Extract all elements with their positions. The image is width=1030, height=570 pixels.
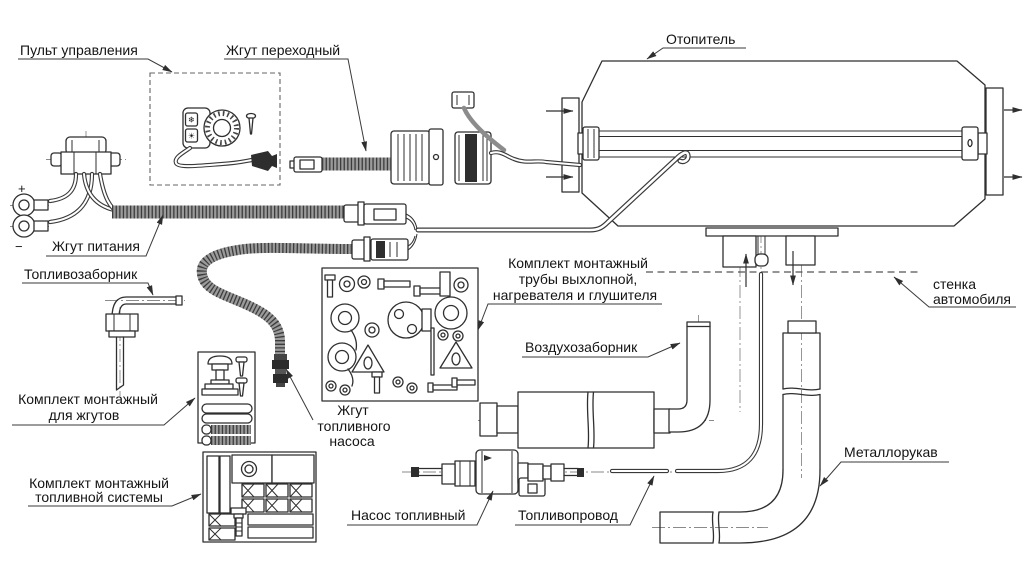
control-panel-box	[149, 72, 281, 186]
exhaust-kit-box	[321, 267, 479, 402]
adapter-harness-group	[289, 91, 583, 186]
muffler-outlet	[653, 408, 671, 434]
label-exhaust-kit-2: трубы выхлопной,	[519, 271, 638, 287]
fuel-pump-harness-group	[196, 242, 353, 387]
label-fuel-system-kit-1: Комплект монтажный	[29, 475, 169, 491]
fuel-system-kit-box	[202, 451, 317, 543]
control-panel-cable	[173, 145, 277, 171]
label-pump-harness-3: насоса	[329, 433, 374, 449]
heat-button	[184, 128, 199, 143]
fuel-stub	[754, 253, 769, 267]
kit-bolt	[230, 507, 247, 537]
label-harness-kit-2: для жгутов	[49, 407, 120, 423]
connector-pair-1	[343, 201, 418, 231]
snowflake-button	[184, 112, 199, 127]
leader-vehicle-wall	[893, 276, 1016, 308]
heater-rod	[577, 126, 988, 161]
muffler-body	[517, 391, 655, 449]
pump-harness-connector	[272, 354, 289, 387]
fuel-clamps	[208, 483, 313, 541]
leader-fuel-pump	[347, 490, 494, 526]
label-control-panel: Пульт управления	[20, 42, 138, 58]
leader-heater	[646, 47, 746, 60]
heater-right-flange	[985, 87, 1004, 196]
label-vehicle-wall-1: стенка	[933, 276, 976, 292]
heater-left-flange	[561, 97, 580, 193]
label-pump-harness-1: Жгут	[337, 402, 369, 418]
label-exhaust-kit-1: Комплект монтажный	[508, 255, 648, 271]
pipe-clamp-1	[330, 303, 360, 351]
fuel-intake-group	[105, 295, 183, 391]
leader-harness-kit	[12, 397, 196, 426]
air-intake-elbow	[668, 321, 711, 433]
combustion-air-port	[722, 235, 757, 268]
heater-body	[415, 60, 1023, 287]
label-vehicle-wall-2: автомобиля	[933, 291, 1011, 307]
round-connector-a	[390, 128, 444, 186]
fuel-line-group	[609, 271, 764, 474]
leader-power-harness	[46, 214, 164, 257]
leader-exhaust-kit	[477, 303, 662, 331]
leader-metal-hose	[819, 461, 949, 487]
label-adapter-harness: Жгут переходный	[226, 42, 340, 58]
labels-group: Пульт управления Жгут переходный Отопите…	[12, 31, 1016, 526]
muffler-neck	[496, 405, 519, 434]
label-fuel-intake: Топливозаборник	[24, 266, 138, 282]
round-connector-b	[454, 131, 492, 185]
fuse-block	[50, 136, 121, 175]
heat-icon: ☀	[188, 132, 195, 141]
fuel-pump-group	[411, 449, 584, 497]
minus-symbol: −	[15, 239, 23, 254]
leader-adapter-harness	[224, 58, 368, 152]
pigtail-wire	[461, 105, 507, 153]
pipe-clamp-2	[327, 342, 357, 387]
big-clamp	[387, 301, 432, 339]
heater-mounting-plate	[705, 227, 839, 268]
label-exhaust-kit-3: нагревателя и глушителя	[493, 287, 657, 303]
air-intake-group	[479, 321, 711, 449]
control-dial	[203, 109, 241, 147]
snowflake-icon: ❄	[188, 116, 195, 125]
connector-pairs-group	[343, 201, 418, 262]
heater-wiring-tube	[415, 150, 691, 233]
ring-terminal-positive	[12, 193, 49, 217]
harness-kit-box	[197, 351, 256, 446]
label-fuel-system-kit-2: топливной системы	[35, 489, 163, 505]
connector-pair-2	[351, 233, 418, 262]
control-panel-group: ❄ ☀	[149, 72, 281, 186]
metal-hose-group	[659, 320, 821, 544]
leader-fuel-system-kit	[28, 493, 202, 507]
heater-pigtail-connector	[451, 91, 507, 153]
leader-air-intake	[522, 342, 681, 358]
label-fuel-line: Топливопровод	[518, 507, 618, 523]
leader-fuel-intake	[22, 282, 154, 296]
plus-symbol: +	[18, 181, 26, 196]
label-pump-harness-2: топливного	[317, 418, 390, 434]
label-air-intake: Воздухозаборник	[525, 339, 638, 355]
leader-pump-harness	[285, 368, 314, 421]
connector-b-wire	[488, 150, 583, 168]
ring-terminal-negative	[12, 214, 49, 238]
muffler-end-cap	[479, 402, 498, 437]
power-harness-group: + −	[12, 136, 346, 254]
label-metal-hose: Металлорукав	[844, 444, 938, 460]
exhaust-port	[785, 235, 816, 266]
hose-collar	[787, 320, 817, 334]
leader-fuel-line	[515, 475, 655, 526]
flow-arrows	[546, 107, 1023, 287]
screw	[245, 112, 257, 135]
power-wires	[47, 171, 123, 225]
leader-control-panel	[18, 58, 173, 73]
label-heater: Отопитель	[666, 31, 735, 47]
control-panel-connector	[251, 151, 277, 171]
label-fuel-pump: Насос топливный	[351, 507, 465, 523]
label-power-harness: Жгут питания	[52, 238, 140, 254]
label-harness-kit-1: Комплект монтажный	[18, 391, 158, 407]
